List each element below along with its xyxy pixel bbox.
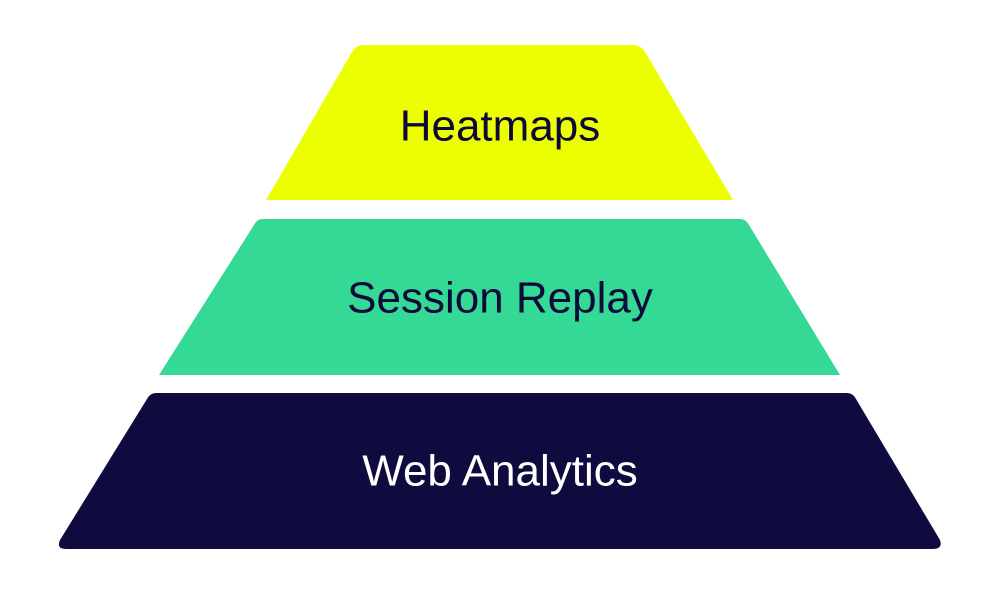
tier-heatmaps-shape xyxy=(266,45,733,200)
tier-heatmaps-label: Heatmaps xyxy=(400,102,601,151)
tier-web-analytics-shape xyxy=(58,393,941,549)
tier-web-analytics-label: Web Analytics xyxy=(362,447,638,496)
tier-session-replay-shape xyxy=(159,219,840,375)
tier-session-replay: Session Replay xyxy=(159,219,840,375)
tier-web-analytics: Web Analytics xyxy=(58,393,941,549)
tier-session-replay-label: Session Replay xyxy=(347,274,653,323)
tier-heatmaps: Heatmaps xyxy=(266,45,733,200)
